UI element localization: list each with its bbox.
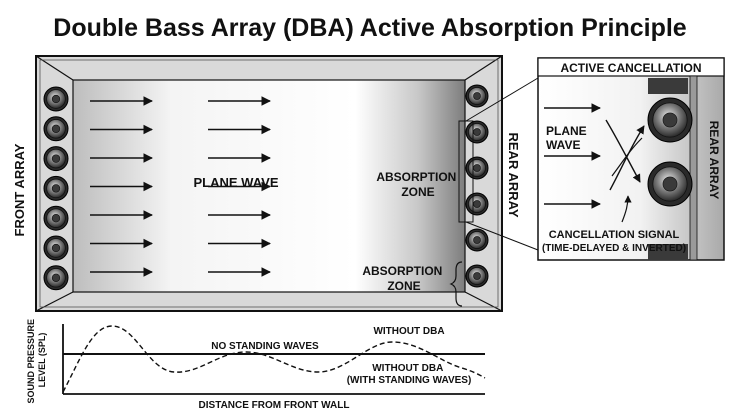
- graph-standing-wave-curve: [62, 325, 486, 393]
- cancellation-signal-sublabel: (TIME-DELAYED & INVERTED): [542, 243, 686, 254]
- inset-title: ACTIVE CANCELLATION: [560, 61, 701, 75]
- cancellation-curve-2: [609, 125, 645, 191]
- graph-xlabel: DISTANCE FROM FRONT WALL: [199, 400, 350, 411]
- zoom-line-top: [465, 77, 539, 122]
- cancellation-signal-label: CANCELLATION SIGNAL: [549, 229, 680, 241]
- absorption-zone-top-line2: ZONE: [401, 185, 434, 199]
- front-speaker: [43, 86, 69, 112]
- inset-speaker: [647, 97, 693, 143]
- rear-speaker: [465, 192, 489, 216]
- inset-plane-wave-line1: PLANE: [546, 124, 587, 138]
- rear-array-label: REAR ARRAY: [506, 133, 521, 218]
- front-speaker: [43, 116, 69, 142]
- graph-ylabel-line2: LEVEL (SPL): [37, 333, 47, 388]
- inset-speakers: [647, 78, 693, 260]
- inset-plane-wave-label: PLANE WAVE: [546, 124, 590, 152]
- absorption-zone-bottom-line2: ZONE: [387, 279, 420, 293]
- front-speaker: [43, 235, 69, 261]
- absorption-zone-brace: [449, 261, 463, 307]
- inset-speaker-partial: [648, 78, 688, 94]
- cancellation-curve-1: [605, 119, 641, 183]
- inset-plane-wave-line2: WAVE: [546, 138, 580, 152]
- plane-wave-arrows: [90, 96, 271, 277]
- rear-speaker: [465, 84, 489, 108]
- absorption-zone-bottom-line1: ABSORPTION: [362, 264, 442, 278]
- graph-standing-line2: (WITH STANDING WAVES): [347, 375, 472, 386]
- inset-speaker-partial: [648, 244, 688, 260]
- graph-flat-label: NO STANDING WAVES: [211, 341, 319, 352]
- inset-speaker: [647, 161, 693, 207]
- absorption-zone-top-line1: ABSORPTION: [376, 170, 456, 184]
- zoom-line-bottom: [465, 221, 539, 251]
- front-speaker: [43, 175, 69, 201]
- rear-speaker-array: [465, 84, 489, 288]
- front-array-label: FRONT ARRAY: [12, 143, 27, 236]
- rear-speaker: [465, 228, 489, 252]
- spl-graph: SOUND PRESSURE LEVEL (SPL) NO STANDING W…: [26, 316, 486, 411]
- cancellation-curve-3: [611, 137, 643, 177]
- graph-dba-label: WITHOUT DBA: [373, 326, 444, 337]
- rear-speaker: [465, 264, 489, 288]
- front-speaker: [43, 265, 69, 291]
- inset-rear-wall: [689, 75, 698, 261]
- front-speaker: [43, 205, 69, 231]
- inset-plane-wave-arrows: [544, 103, 601, 209]
- inset-rear-array-label: REAR ARRAY: [707, 121, 721, 199]
- graph-standing-label: WITHOUT DBA (WITH STANDING WAVES): [347, 363, 472, 386]
- absorption-zone-label-bottom: ABSORPTION ZONE: [362, 264, 445, 293]
- zoom-region: [458, 120, 474, 223]
- graph-standing-line1: WITHOUT DBA: [372, 363, 443, 374]
- diagram-title: Double Bass Array (DBA) Active Absorptio…: [53, 14, 687, 42]
- absorption-zone-label-top: ABSORPTION ZONE: [376, 170, 459, 199]
- graph-ylabel-line1: SOUND PRESSURE: [26, 319, 36, 404]
- cancellation-pointer: [621, 195, 632, 223]
- plane-wave-label: PLANE WAVE: [194, 175, 279, 190]
- front-speaker-array: [43, 86, 69, 291]
- graph-ylabel: SOUND PRESSURE LEVEL (SPL): [26, 316, 47, 403]
- front-speaker: [43, 146, 69, 172]
- rear-speaker: [465, 156, 489, 180]
- rear-speaker: [465, 120, 489, 144]
- active-cancellation-inset: ACTIVE CANCELLATION REAR ARRAY PLANE WAV…: [537, 57, 725, 261]
